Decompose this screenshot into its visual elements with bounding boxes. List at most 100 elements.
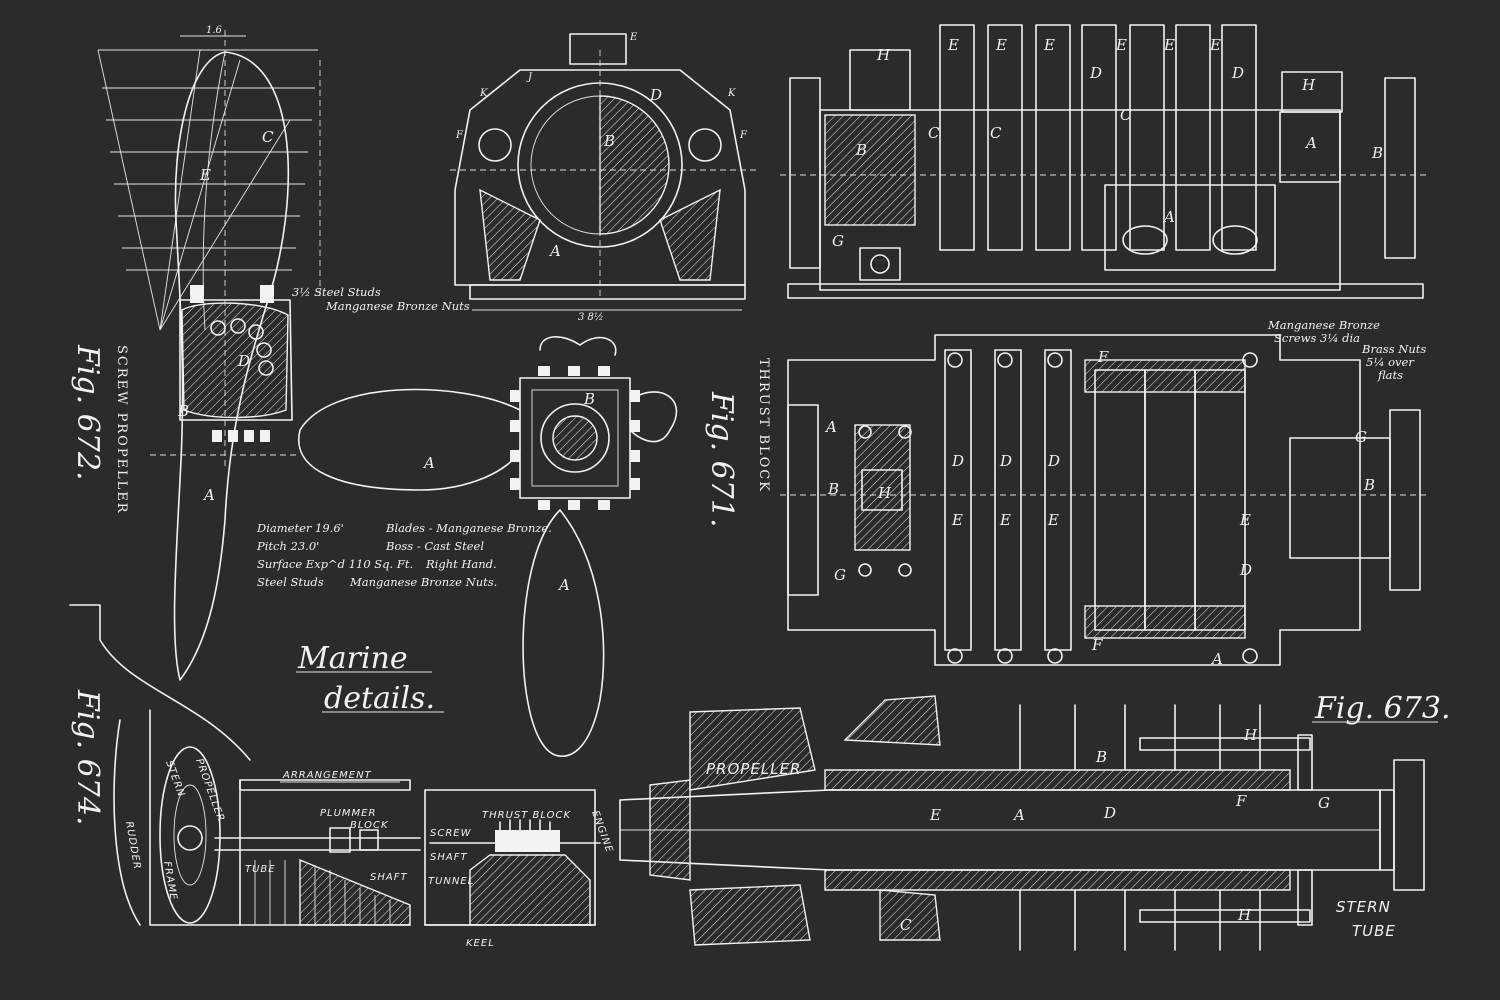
spec-boss: Boss - Cast Steel	[385, 539, 484, 553]
end-view-label-f: F	[455, 130, 464, 141]
screw-propeller-drawing: 1.6	[97, 25, 470, 681]
fig-673-label: Fig. 673.	[1314, 691, 1450, 726]
tube-label-b: B	[1095, 748, 1107, 766]
tube-label-c: C	[900, 916, 912, 934]
plan-label-e2: E	[999, 511, 1011, 529]
title-line-1: Marine	[297, 641, 408, 676]
elev-label-e3: E	[1043, 36, 1055, 54]
blade-label-c: C	[262, 128, 274, 146]
elev-label-e1: E	[947, 36, 959, 54]
thrust-block-caption: THRUST BLOCK	[756, 358, 771, 493]
end-view-label-f-right: F	[739, 130, 748, 141]
end-view-label-d: D	[649, 86, 662, 104]
elev-label-c2: C	[990, 124, 1002, 142]
arr-screw: SCREW	[430, 828, 472, 839]
spec-steel-studs: Steel Studs	[257, 575, 324, 589]
propeller-specifications: Diameter 19.6' Pitch 23.0' Surface Exp^d…	[256, 521, 552, 589]
elev-label-g: G	[832, 232, 844, 250]
tube-propeller-label: PROPELLER	[706, 760, 801, 778]
elev-label-e4: E	[1115, 36, 1127, 54]
elev-label-e2: E	[995, 36, 1007, 54]
end-view-label-e: E	[629, 32, 638, 43]
thrust-block-elevation: H H B A A G B E E E D E E E D C C C	[780, 24, 1430, 299]
plan-label-f-bottom: F	[1091, 636, 1103, 654]
bronze-nuts-note: Manganese Bronze Nuts	[325, 299, 470, 313]
brass-flats-note: flats	[1377, 368, 1403, 382]
screw-propeller-caption: SCREW PROPELLER	[114, 345, 129, 515]
tube-label-e: E	[929, 806, 941, 824]
elev-label-d1: D	[1089, 64, 1102, 82]
bronze-screws-note: Manganese Bronze	[1267, 318, 1380, 332]
plan-label-e3: E	[1047, 511, 1059, 529]
arrangement-heading: ARRANGEMENT	[282, 770, 372, 781]
blade-label-a: A	[202, 486, 215, 504]
elev-label-d2: D	[1231, 64, 1244, 82]
end-view-label-k-right: K	[727, 88, 736, 99]
tube-label-a: A	[1012, 806, 1025, 824]
spec-blades: Blades - Manganese Bronze.	[385, 521, 552, 535]
blade-label-e: E	[199, 166, 211, 184]
brass-over-note: 5¼ over	[1366, 355, 1415, 369]
spec-surface: Surface Exp^d 110 Sq. Ft.	[257, 557, 413, 571]
plan-label-e1: E	[951, 511, 963, 529]
hub-label-b: B	[177, 402, 189, 420]
hub-label-d: D	[237, 352, 250, 370]
plan-label-b-right: B	[1363, 476, 1375, 494]
arr-keel: KEEL	[466, 938, 495, 949]
plan-label-g-right: G	[1355, 428, 1367, 446]
thrust-block-end-view: E 3 8½ B A D J K K F F	[450, 32, 760, 323]
base-width-dimension: 3 8½	[578, 312, 604, 323]
studs-note: 3½ Steel Studs	[292, 285, 381, 299]
plan-label-d1: D	[951, 452, 964, 470]
end-view-label-b: B	[603, 132, 615, 150]
plan-label-a-bottom: A	[1210, 650, 1223, 668]
spec-pitch: Pitch 23.0'	[256, 539, 319, 553]
stern-tube-section: Fig. 673. PROPELLER C B H	[619, 691, 1450, 951]
spec-right-hand: Right Hand.	[425, 557, 497, 571]
plan-label-h: H	[877, 484, 892, 502]
fig-671-label: Fig. 671.	[704, 391, 739, 527]
arr-thrust-block: THRUST BLOCK	[482, 810, 572, 821]
arr-rudder: RUDDER	[123, 821, 142, 871]
title-line-2: details.	[324, 681, 435, 716]
screws-dia-note: Screws 3¼ dia	[1274, 331, 1360, 345]
elev-label-h-left: H	[876, 46, 891, 64]
elev-label-b-right: B	[1371, 144, 1383, 162]
plan-label-d4: D	[1239, 561, 1252, 579]
arr-tube: TUBE	[245, 864, 276, 875]
arr-plummer: PLUMMER	[320, 808, 376, 819]
shaft-arrangement: ARRANGEMENT STERN PROPELLER RUDDER FRAME…	[69, 604, 615, 949]
arr-shaft: SHAFT	[430, 852, 468, 863]
blade-a-lower: A	[557, 576, 570, 594]
spec-diameter: Diameter 19.6'	[256, 521, 344, 535]
elev-label-e5: E	[1163, 36, 1175, 54]
tube-label: TUBE	[1352, 922, 1396, 940]
propeller-front-view: A B A	[297, 336, 678, 757]
arr-block: BLOCK	[350, 820, 389, 831]
tube-label-h-bottom: H	[1237, 906, 1252, 924]
boss-label-b: B	[583, 390, 595, 408]
stern-label: STERN	[1336, 898, 1391, 916]
tube-label-g: G	[1318, 794, 1330, 812]
elev-label-e6: E	[1209, 36, 1221, 54]
plan-label-d3: D	[1047, 452, 1060, 470]
arr-engine: ENGINE	[589, 809, 614, 854]
brass-nuts-note: Brass Nuts	[1361, 342, 1426, 356]
page-title: Marine details.	[296, 641, 444, 716]
spec-nuts: Manganese Bronze Nuts.	[349, 575, 497, 589]
elev-label-h-right: H	[1301, 76, 1316, 94]
elev-label-b: B	[855, 141, 867, 159]
tube-label-d: D	[1103, 804, 1116, 822]
tube-label-h-top: H	[1243, 726, 1258, 744]
plan-label-f-top: F	[1097, 348, 1109, 366]
plan-label-a: A	[824, 418, 837, 436]
plan-label-e4: E	[1239, 511, 1251, 529]
elev-label-c3: C	[1120, 106, 1132, 124]
plan-label-d2: D	[999, 452, 1012, 470]
tube-label-f: F	[1235, 792, 1247, 810]
end-view-label-a: A	[548, 242, 561, 260]
blade-a-left: A	[422, 454, 435, 472]
thrust-block-plan: A B G H D D D E E E E D F F A G B Mangan…	[780, 318, 1430, 668]
fig-674-label: Fig. 674.	[70, 689, 105, 825]
arr-tunnel: TUNNEL	[428, 876, 474, 887]
